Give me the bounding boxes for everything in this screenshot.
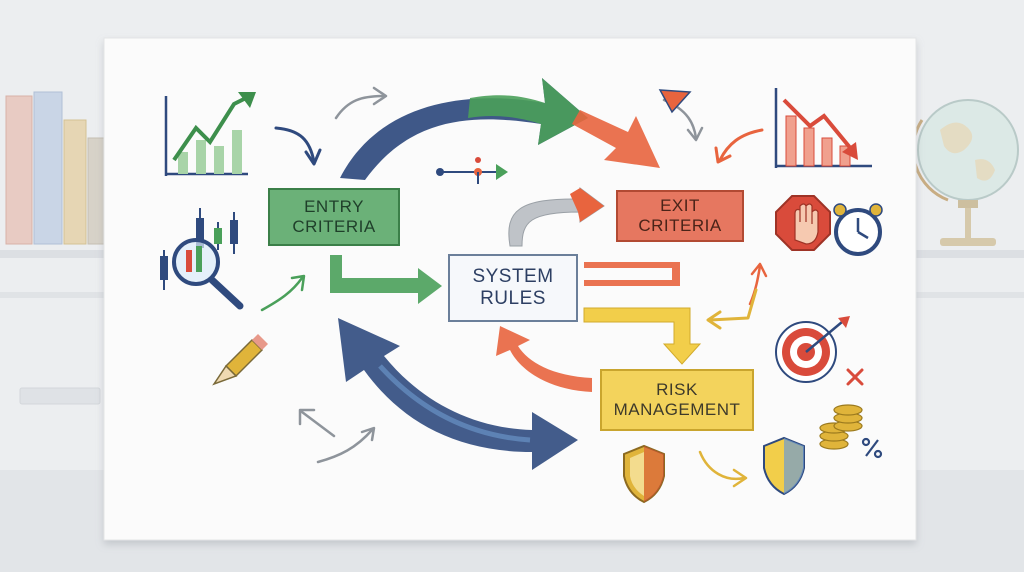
target-icon [775,316,850,383]
small-arrow-gray-3 [316,428,374,464]
coins-percent-icon [819,404,883,459]
arrow-entry-to-system [330,255,442,304]
small-arrow-orange-1-head [686,126,704,142]
risk-management-box: RISK MANAGEMENT [600,369,754,431]
arrow-double-entry-risk [338,318,578,470]
globe-icon [911,99,1019,246]
arrow-exit-to-system [584,262,680,286]
arrow-risk-to-system [496,326,592,392]
small-arrow-orange-3-head [750,262,768,278]
small-arrow-gray-2-head [298,408,316,426]
rising-line-chart-icon [164,92,256,176]
stop-hand-icon [775,195,831,251]
small-arrow-orange-3 [748,264,762,306]
connector-widget-icon [436,157,508,184]
small-arrow-green-2-head [290,274,306,292]
small-arrow-yellow-1-head [706,310,722,330]
small-arrow-green-2 [260,276,304,312]
arrow-orange-to-exit [572,110,660,168]
small-arrow-orange-2-head [714,146,732,164]
small-arrow-navy-1 [274,126,316,164]
orange-flag-icon [658,89,692,114]
small-arrow-gray-2 [300,410,336,438]
small-arrow-orange-2 [718,128,764,162]
small-arrow-navy-1-head [304,148,322,166]
risk-management-line2: MANAGEMENT [613,400,741,419]
system-rules-line2: RULES [480,288,546,309]
arrow-system-to-exit-tip [570,188,604,222]
small-arrow-yellow-1 [708,288,758,322]
cross-mark-icon [846,368,864,386]
entry-criteria-box: ENTRY CRITERIA [268,188,400,246]
small-arrow-yellow-2 [698,450,746,481]
entry-criteria-line2: CRITERIA [292,217,376,236]
small-arrow-gray-1-head [372,86,388,106]
small-arrow-gray-1 [334,94,386,120]
entry-criteria-line1: ENTRY [304,196,364,216]
falling-bar-chart-icon [774,88,872,168]
bookshelf-icon [5,91,107,245]
shield-icon [763,436,805,496]
exit-criteria-line1: EXIT [660,195,700,215]
arrow-system-to-risk [583,307,702,365]
system-rules-box: SYSTEM RULES [448,254,578,322]
exit-criteria-line2: CRITERIA [638,216,722,235]
arrow-entry-to-exit-tip [468,78,588,145]
shield-icon [623,444,665,504]
arrow-double-entry-risk-light [378,364,531,443]
small-arrow-yellow-2-head [732,468,748,488]
alarm-clock-icon [833,203,883,256]
pencil-icon [212,334,268,386]
magnifier-candlestick-icon [160,208,244,310]
risk-management-line1: RISK [656,379,698,399]
exit-criteria-box: EXIT CRITERIA [616,190,744,242]
small-arrow-gray-3-head [360,426,376,442]
system-rules-line1: SYSTEM [472,265,554,287]
